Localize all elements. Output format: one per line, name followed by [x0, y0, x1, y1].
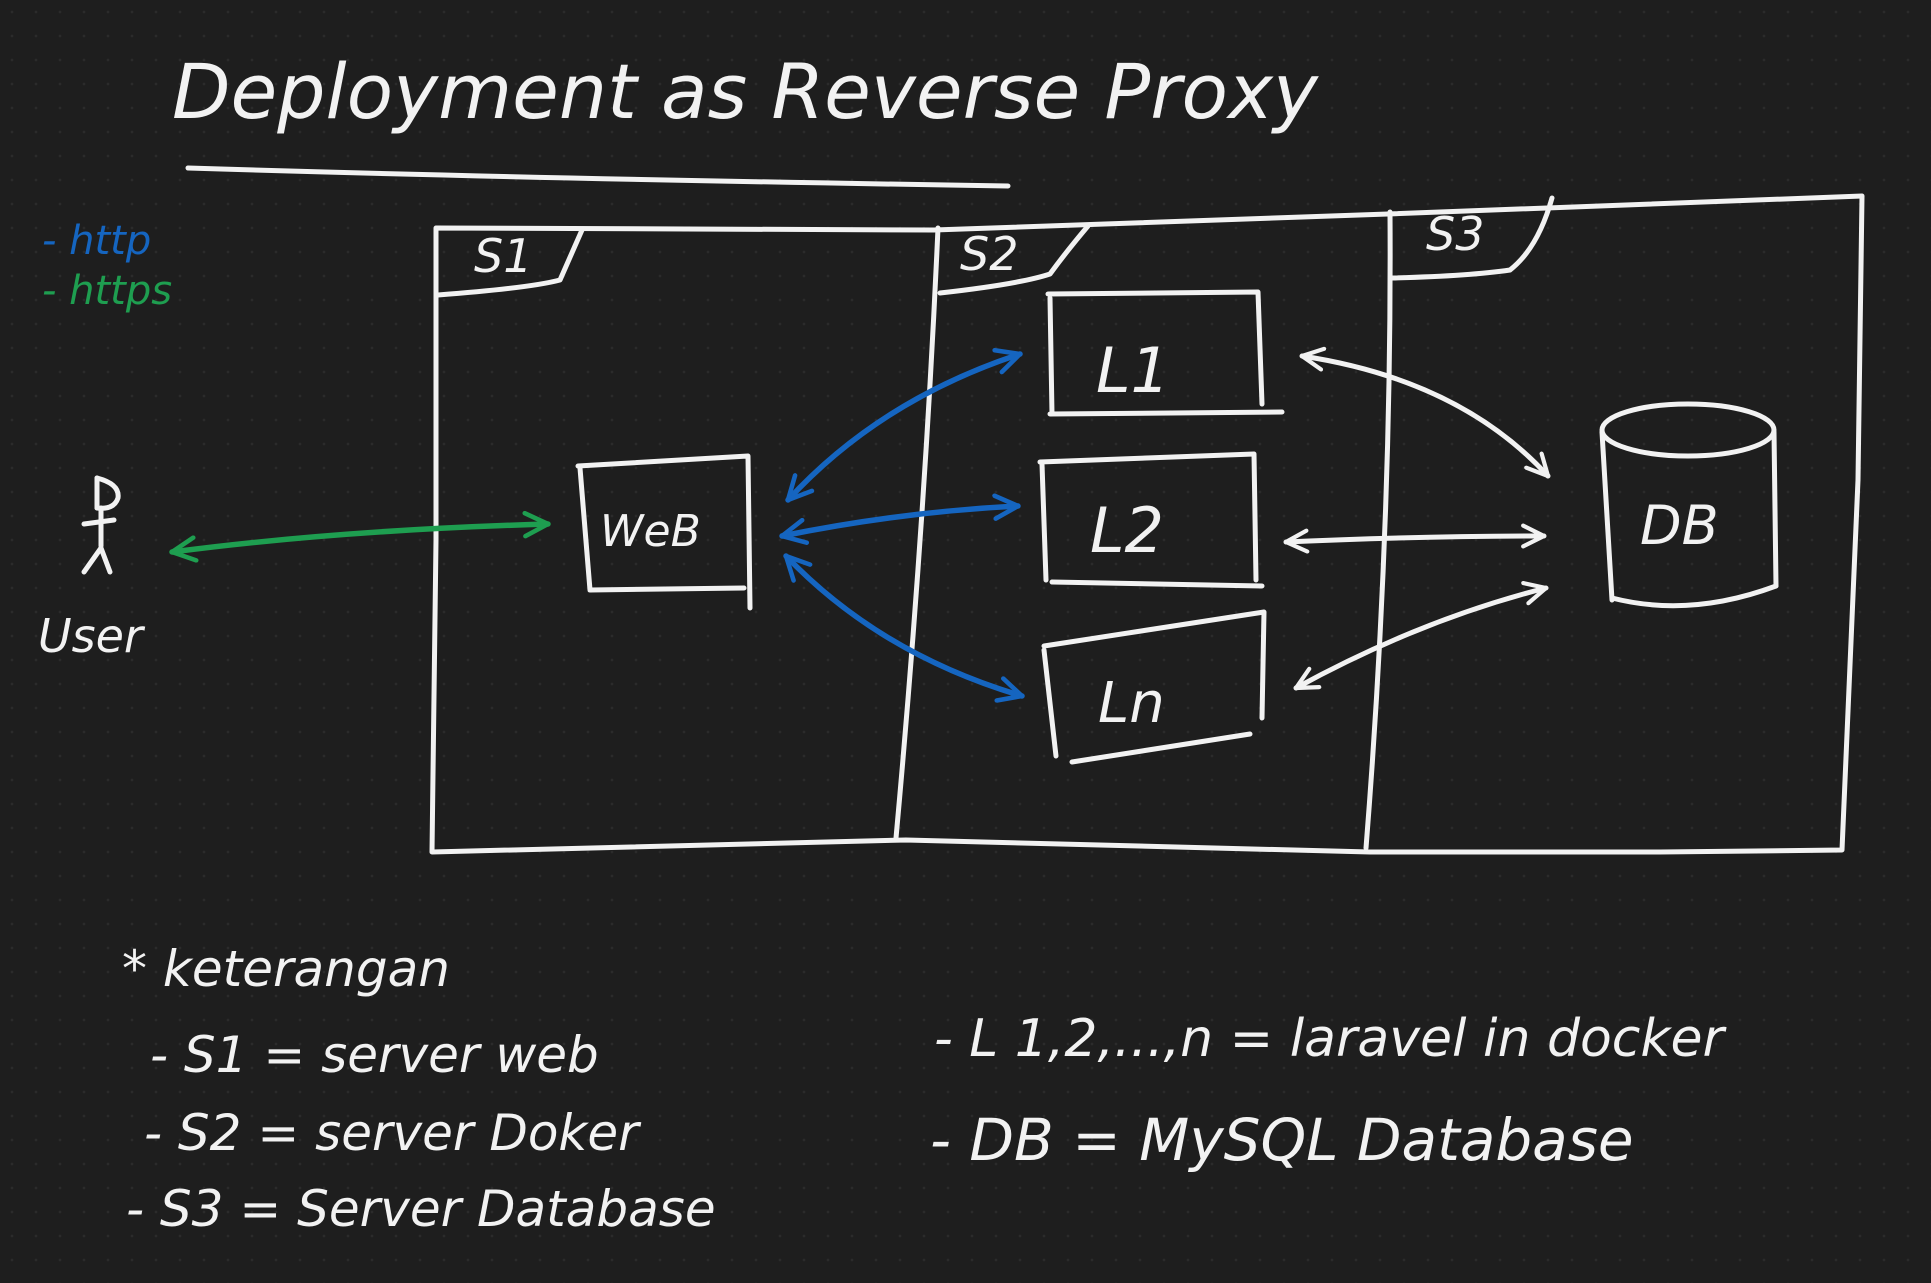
web-l2-http-arrow — [779, 493, 1021, 545]
note-laravel: - L 1,2,...,n = laravel in docker — [934, 1009, 1727, 1069]
l1-box — [1045, 289, 1285, 417]
s1-tag-border — [435, 227, 585, 298]
legend-https: - https — [42, 268, 172, 314]
web-box — [575, 453, 753, 611]
server-s1-label: S1 — [474, 229, 532, 283]
l1-label: L1 — [1096, 334, 1170, 407]
s2-s3-divider — [1363, 209, 1393, 851]
web-l1-http-arrow — [785, 347, 1023, 503]
note-s2: - S2 = server Doker — [144, 1104, 642, 1162]
title-underline — [185, 165, 1011, 189]
ln-box — [1041, 609, 1267, 765]
server-s2-label: S2 — [960, 227, 1018, 281]
legend-http: - http — [42, 218, 151, 264]
s1-s2-divider — [893, 225, 941, 841]
l1-db-arrow — [1299, 346, 1551, 479]
l2-box — [1037, 451, 1265, 589]
user-web-https-arrow — [169, 510, 551, 563]
user-label: User — [38, 609, 146, 663]
note-s3: - S3 = Server Database — [126, 1180, 716, 1238]
l2-label: L2 — [1090, 494, 1164, 567]
web-ln-http-arrow — [783, 553, 1025, 703]
db-label: DB — [1640, 494, 1719, 557]
servers-outer-frame — [429, 193, 1865, 855]
ln-label: Ln — [1098, 671, 1165, 736]
s2-tag-border — [937, 223, 1091, 296]
notes-heading: * keterangan — [122, 940, 450, 998]
l2-db-arrow — [1283, 523, 1547, 554]
web-label: WeB — [600, 506, 701, 557]
note-s1: - S1 = server web — [150, 1026, 599, 1084]
diagram-title: Deployment as Reverse Proxy — [172, 47, 1319, 136]
stick-figure-icon — [81, 475, 121, 575]
ln-db-arrow — [1293, 580, 1549, 691]
note-db: - DB = MySQL Database — [930, 1106, 1634, 1174]
db-cylinder — [1599, 401, 1779, 609]
s3-tag-border — [1389, 195, 1555, 281]
server-s3-label: S3 — [1426, 207, 1484, 261]
